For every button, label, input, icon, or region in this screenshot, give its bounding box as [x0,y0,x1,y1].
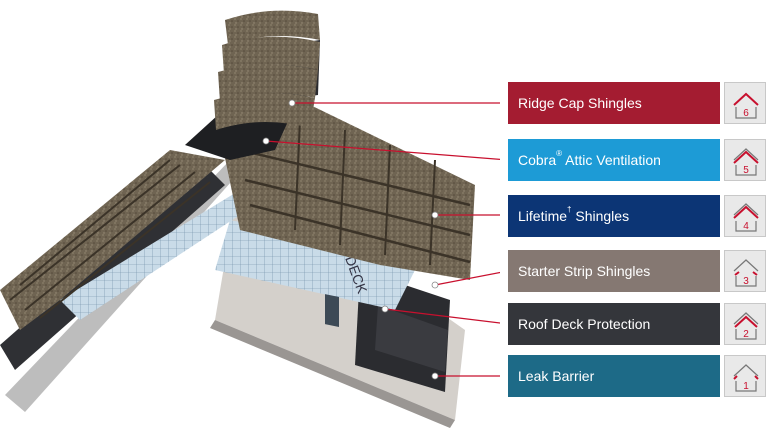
house-layer-icon: 1 [733,364,759,392]
step-badge-2: 2 [724,303,766,345]
label-roof-deck-protection: Roof Deck Protection [508,303,720,345]
svg-text:6: 6 [743,108,749,119]
right-slope-shingles [215,100,475,280]
label-starter-strip-shingles: Starter Strip Shingles [508,250,720,292]
left-slope-shingles [0,150,225,330]
step-badge-4: 4 [724,195,766,237]
label-leak-barrier: Leak Barrier [508,355,720,397]
roof-deck-protection-layer: DECK [60,190,420,328]
svg-text:1: 1 [743,381,749,392]
ridge-cap-stack [214,10,320,130]
roof-layers-illustration: DECK [0,10,500,428]
label-ridge-cap-shingles: Ridge Cap Shingles [508,82,720,124]
svg-text:4: 4 [743,221,749,232]
label-lifetime-shingles: Lifetime† Shingles [508,195,720,237]
callout-dots [262,99,439,380]
step-badge-6: 6 [724,82,766,124]
svg-text:5: 5 [743,165,749,176]
step-badge-1: 1 [724,355,766,397]
house-layer-icon: 2 [733,312,759,340]
house-layer-icon: 6 [733,92,759,119]
svg-text:2: 2 [743,329,749,340]
house-layer-icon: 3 [733,259,759,287]
svg-text:3: 3 [743,276,749,287]
house-layer-icon: 4 [733,203,759,232]
callout-leaders [265,102,500,377]
label-cobra-attic-ventilation: Cobra® Attic Ventilation [508,139,720,181]
step-badge-3: 3 [724,250,766,292]
house-layer-icon: 5 [733,148,759,176]
step-badge-5: 5 [724,139,766,181]
